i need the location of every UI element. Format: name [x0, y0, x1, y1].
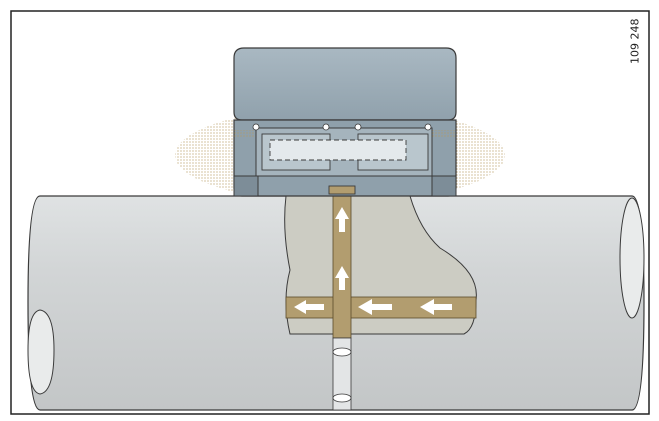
- bore-hole-upper: [332, 347, 352, 357]
- bearing-pin: [269, 139, 407, 161]
- bore-hole-lower: [332, 393, 352, 403]
- shaft-bore: [332, 337, 352, 411]
- housing-foot-left: [233, 175, 259, 197]
- screw-1: [252, 123, 260, 131]
- arrow-left-3: [420, 299, 452, 315]
- arrow-left-2: [358, 299, 392, 315]
- screw-4: [424, 123, 432, 131]
- figure-number: 109 248: [628, 18, 642, 64]
- screw-2: [322, 123, 330, 131]
- shaft-left-end: [27, 309, 55, 395]
- shaft-right-end: [619, 197, 645, 319]
- arrow-up-2: [335, 207, 349, 232]
- grease-nozzle: [328, 185, 356, 195]
- arrow-left-1: [294, 300, 324, 314]
- bearing-housing: [233, 47, 457, 197]
- housing-cap: [233, 47, 457, 121]
- housing-foot-right: [431, 175, 457, 197]
- frame-border: [10, 10, 650, 415]
- arrow-up-1: [335, 266, 349, 290]
- flow-arrows: [294, 207, 452, 315]
- screw-3: [354, 123, 362, 131]
